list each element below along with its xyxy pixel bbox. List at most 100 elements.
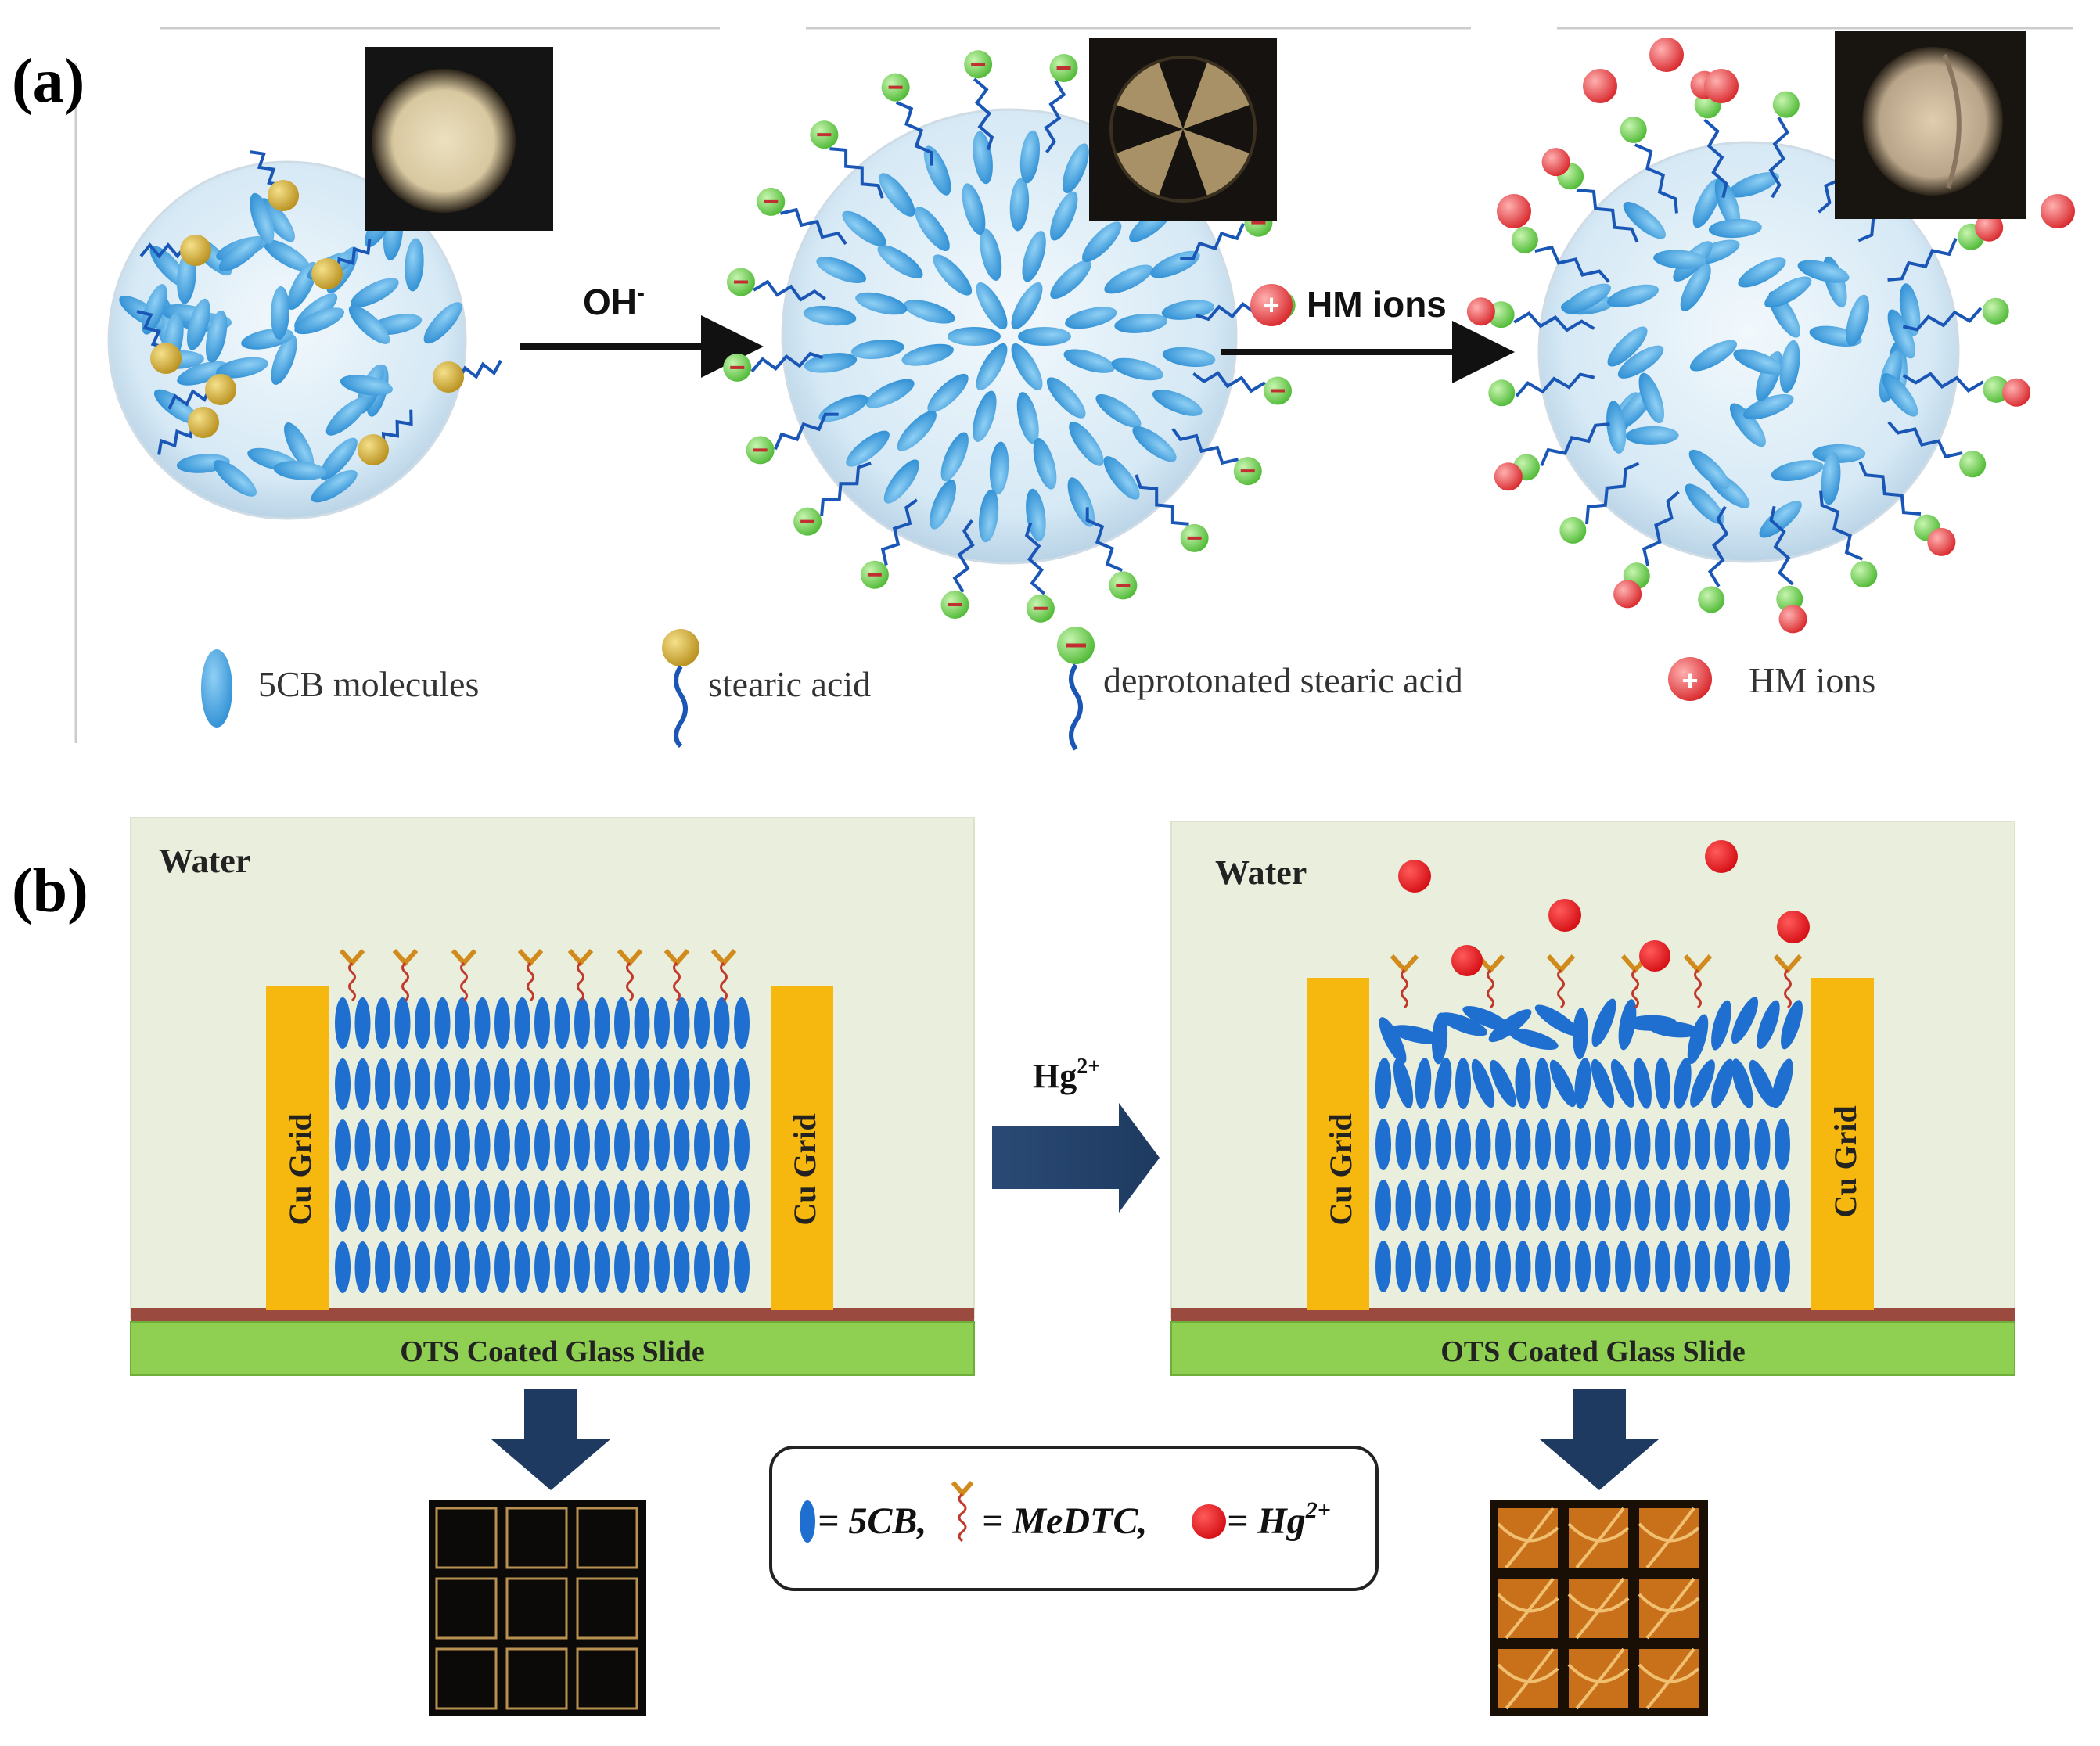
lc-molecule bbox=[351, 278, 399, 307]
lc-molecule bbox=[415, 1241, 430, 1293]
lc-molecule bbox=[1690, 1059, 1715, 1108]
deprotonated-head bbox=[1772, 91, 1800, 118]
key-lc-icon bbox=[800, 1500, 815, 1543]
lc-molecule bbox=[1495, 1241, 1511, 1292]
lc-molecule bbox=[714, 1180, 730, 1232]
lc-molecule bbox=[654, 1241, 670, 1293]
lc-molecule bbox=[1022, 231, 1046, 282]
medtc-tail bbox=[1631, 968, 1639, 1009]
lc-molecule bbox=[554, 997, 570, 1049]
lc-molecule bbox=[554, 1180, 570, 1232]
lc-molecule bbox=[1475, 1241, 1491, 1292]
deprotonated-head bbox=[1959, 451, 1987, 478]
surfactant-tail bbox=[1085, 507, 1124, 572]
droplet-hm-surfactants bbox=[1487, 91, 2010, 613]
lc-molecule bbox=[1019, 130, 1041, 184]
hm-ion bbox=[1975, 213, 2004, 242]
lc-molecule bbox=[394, 997, 411, 1049]
lc-molecule bbox=[335, 1241, 351, 1293]
lc-molecule bbox=[474, 1180, 491, 1232]
lc-molecule bbox=[1475, 1119, 1491, 1170]
lc-molecule bbox=[976, 282, 1008, 330]
lc-molecule bbox=[1610, 1058, 1635, 1108]
lc-molecule bbox=[1508, 1028, 1559, 1051]
water-label-right: Water bbox=[1215, 853, 1307, 892]
lc-molecule bbox=[354, 1058, 371, 1110]
hm-ion-free bbox=[1583, 69, 1617, 103]
lc-molecule bbox=[1009, 178, 1030, 232]
lc-molecule bbox=[634, 1058, 650, 1110]
birefringent-lobe bbox=[1117, 129, 1183, 196]
grid-square-bright bbox=[1639, 1649, 1699, 1708]
lc-molecule bbox=[1415, 1180, 1431, 1231]
lc-molecule bbox=[1390, 1025, 1442, 1044]
lc-molecule bbox=[978, 489, 999, 543]
lc-molecule bbox=[574, 1119, 590, 1171]
lc-molecule bbox=[1638, 372, 1664, 424]
lc-molecule bbox=[1749, 1059, 1776, 1108]
lc-molecule bbox=[284, 422, 315, 471]
surfactant-tail bbox=[1585, 462, 1640, 525]
lc-molecule bbox=[1535, 1180, 1551, 1231]
lc-molecule bbox=[1653, 250, 1707, 269]
lc-molecule bbox=[1111, 357, 1163, 381]
lc-molecule bbox=[1654, 1058, 1671, 1109]
deprotonated-head bbox=[1698, 586, 1725, 613]
lc-molecule bbox=[654, 1119, 670, 1171]
lc-molecule bbox=[375, 997, 390, 1049]
medtc-tail bbox=[720, 961, 728, 1002]
schlieren-brush bbox=[1638, 1507, 1700, 1569]
surfactant-tail bbox=[1887, 421, 1963, 459]
lc-molecule bbox=[1735, 1180, 1750, 1231]
surfactant-tail bbox=[1858, 461, 1922, 516]
lc-molecule bbox=[1887, 309, 1915, 359]
lc-molecule bbox=[474, 1058, 491, 1110]
arrow-hm-ions: + HM ions bbox=[1221, 284, 1515, 383]
lc-molecule bbox=[1095, 393, 1142, 428]
medtc-tail bbox=[1401, 968, 1408, 1009]
lc-molecule bbox=[1754, 1119, 1771, 1170]
lc-molecule bbox=[1534, 1058, 1552, 1109]
lc-molecule bbox=[1674, 1241, 1691, 1292]
lc-molecule bbox=[1435, 1180, 1451, 1231]
lc-molecule bbox=[855, 292, 908, 315]
surfactant-tail bbox=[1180, 222, 1245, 260]
medtc-layer bbox=[339, 949, 737, 1002]
lc-molecule bbox=[455, 1180, 470, 1232]
lc-molecule bbox=[694, 1241, 710, 1293]
grid-square-dark bbox=[576, 1577, 638, 1640]
lc-molecule bbox=[1534, 1004, 1580, 1036]
lc-molecule bbox=[1595, 1119, 1611, 1170]
lc-molecule bbox=[1104, 264, 1153, 294]
lc-molecule bbox=[394, 1058, 411, 1110]
lc-molecule bbox=[1555, 1180, 1571, 1231]
lc-molecule bbox=[930, 479, 957, 530]
lc-molecule bbox=[325, 397, 368, 436]
lc-molecule bbox=[1615, 1119, 1631, 1170]
lc-molecule bbox=[694, 1119, 710, 1171]
lc-molecule bbox=[375, 1180, 390, 1232]
stearic-acid-head bbox=[205, 374, 236, 405]
grid-square-bright bbox=[1498, 1508, 1558, 1568]
medtc-tail bbox=[460, 961, 468, 1002]
lc-molecule bbox=[1562, 283, 1611, 314]
lc-molecule bbox=[989, 441, 1009, 495]
hm-ion-free bbox=[1704, 69, 1739, 103]
lc-molecule bbox=[263, 239, 311, 271]
stearic-acid-head bbox=[150, 343, 182, 374]
birefringent-lobe bbox=[1183, 129, 1250, 196]
stearic-acid-head bbox=[188, 407, 219, 438]
slide-label-left: OTS Coated Glass Slide bbox=[400, 1335, 705, 1368]
lc-molecule bbox=[474, 1119, 491, 1171]
hm-ion-free bbox=[2041, 194, 2075, 228]
droplet-hm-ions bbox=[1466, 38, 2075, 634]
lc-molecule bbox=[311, 469, 358, 503]
lc-molecule bbox=[883, 459, 919, 504]
arrow-hm-label: HM ions bbox=[1307, 284, 1447, 325]
lc-molecule bbox=[415, 1180, 430, 1232]
lc-molecule bbox=[865, 379, 915, 408]
surfactant-tail bbox=[1634, 143, 1678, 214]
texture-rim bbox=[1109, 56, 1257, 203]
svg-text:= Hg2+: = Hg2+ bbox=[1227, 1497, 1331, 1542]
